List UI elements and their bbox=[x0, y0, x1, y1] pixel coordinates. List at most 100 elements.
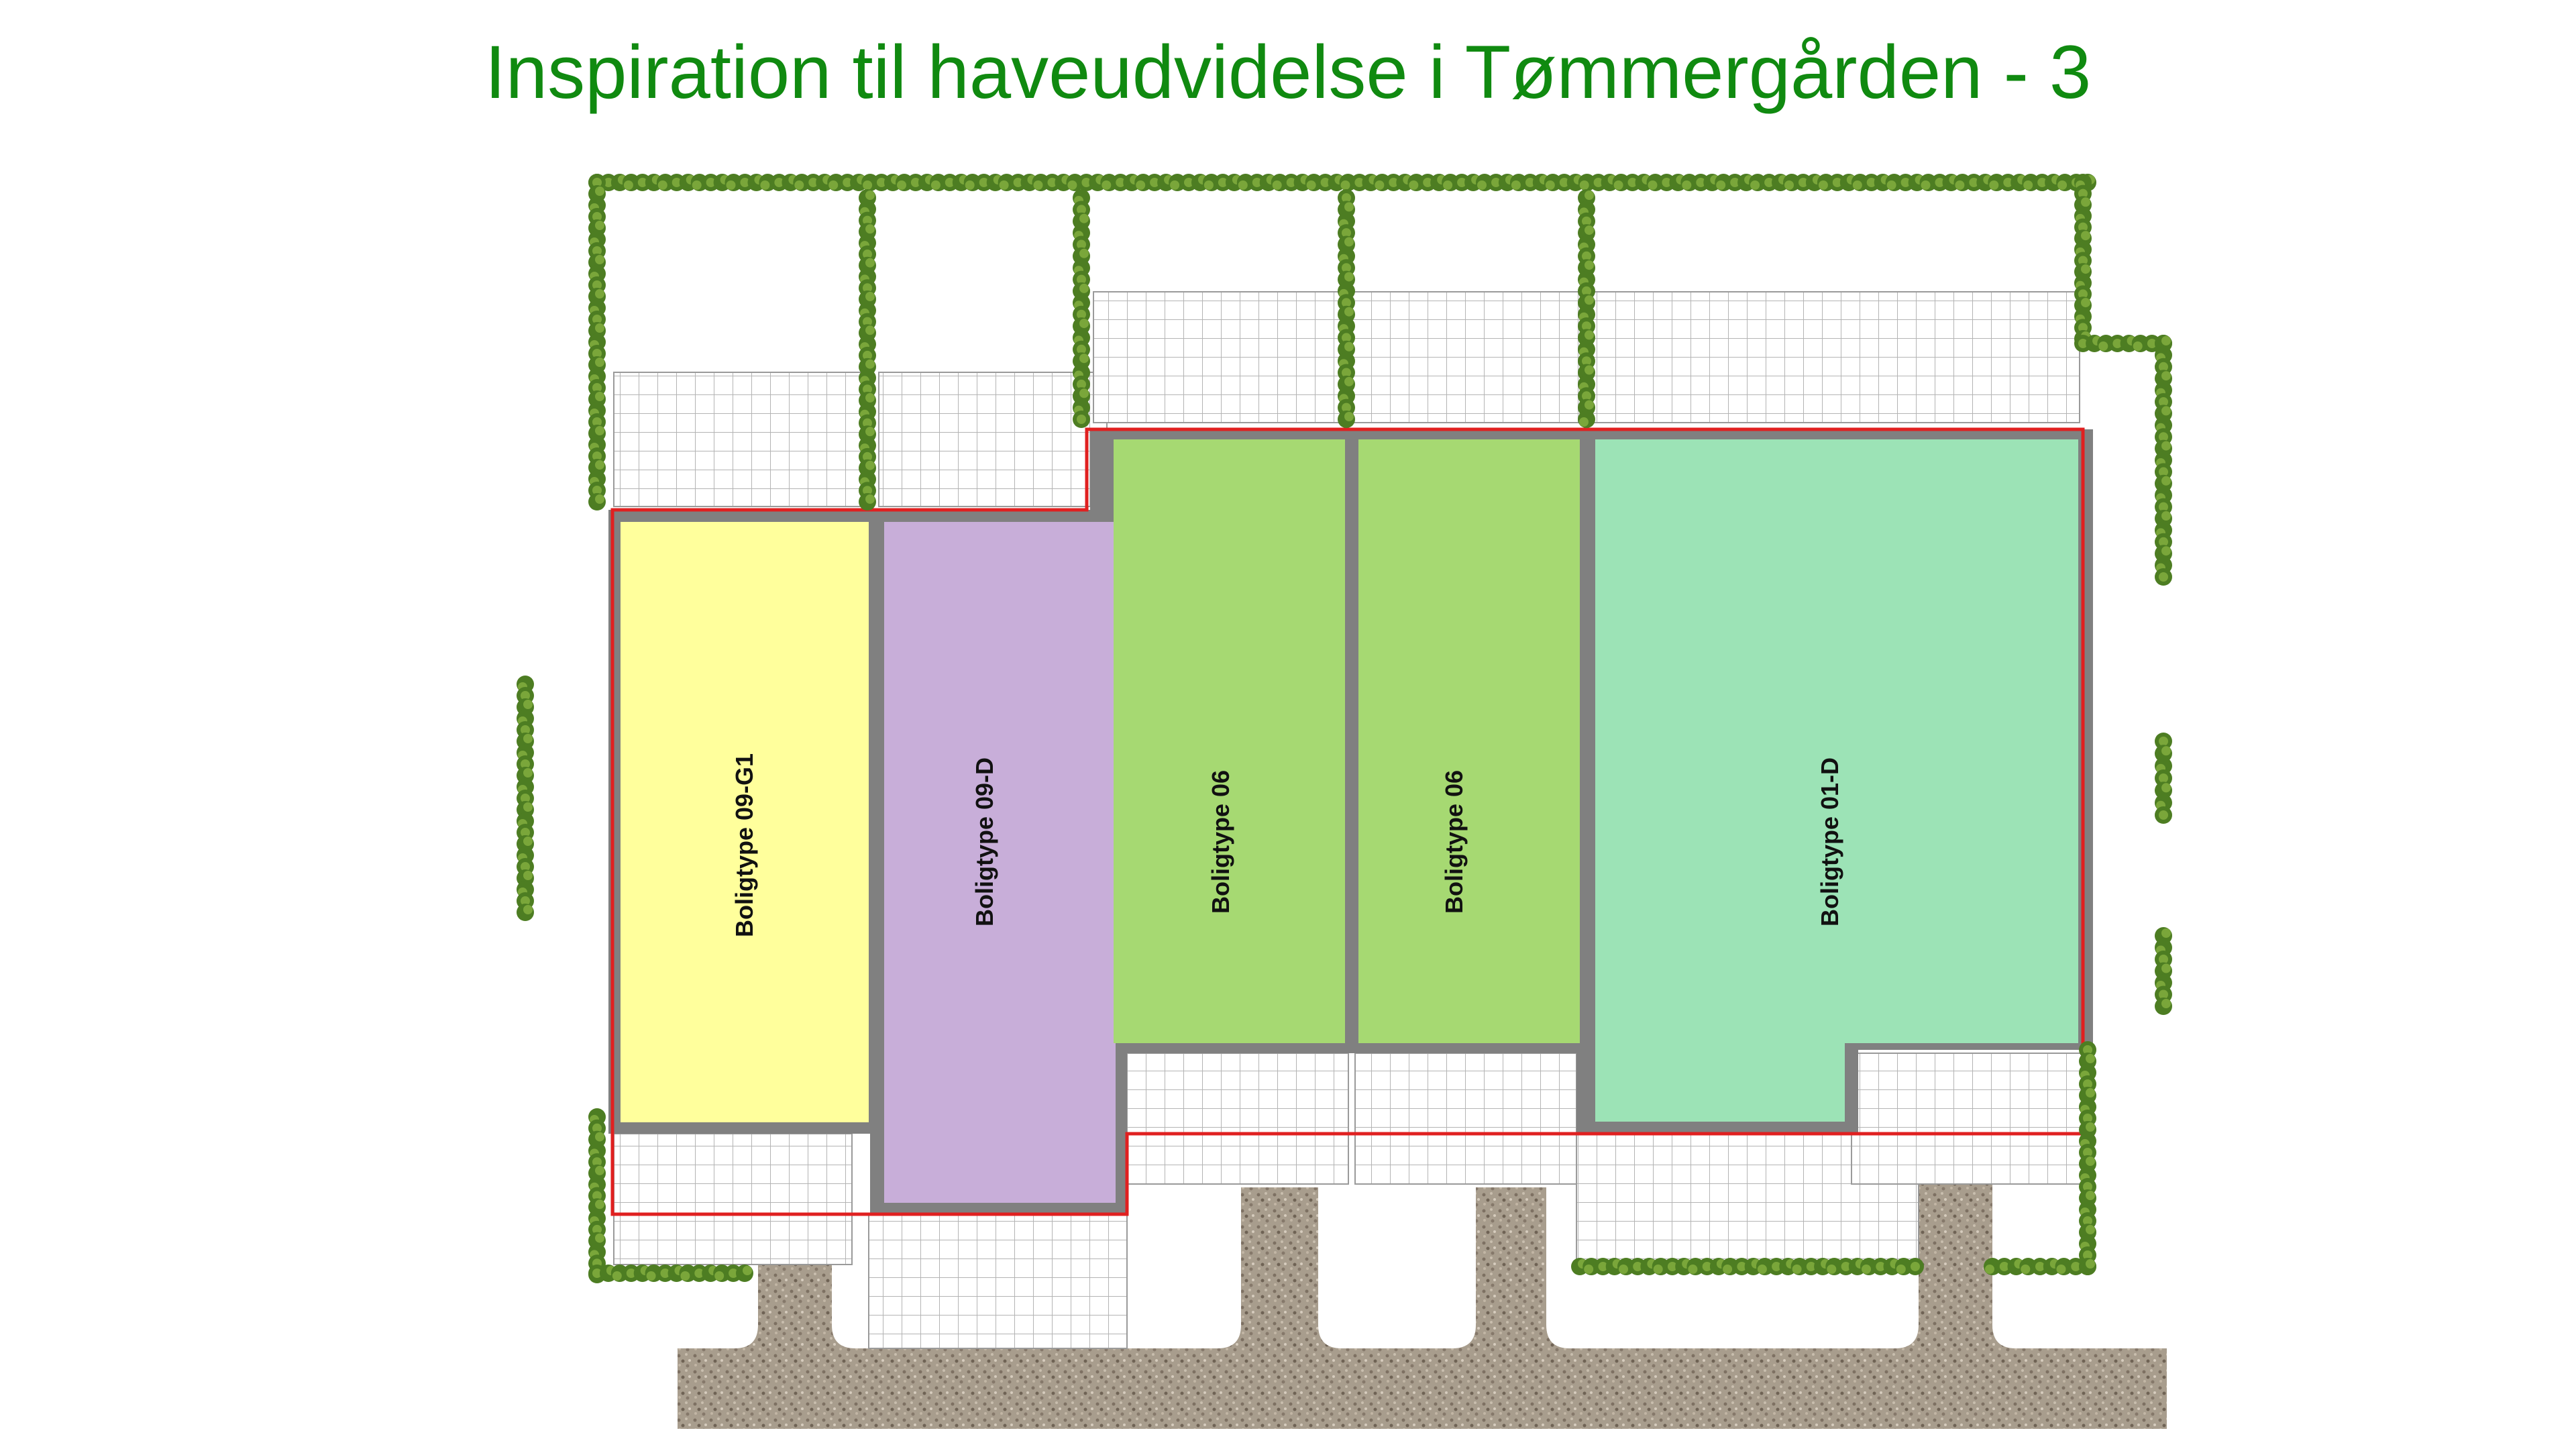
hedge-leaf-icon bbox=[1079, 283, 1089, 293]
hedge-leaf-icon bbox=[843, 178, 853, 187]
hedge-leaf-icon bbox=[2159, 362, 2168, 372]
hedge-leaf-icon bbox=[2078, 323, 2088, 333]
hedge-leaf-icon bbox=[2159, 397, 2168, 407]
hedge-leaf-icon bbox=[692, 180, 702, 190]
hedge-leaf-icon bbox=[863, 283, 872, 293]
hedge-leaf-icon bbox=[897, 180, 906, 190]
hedge-leaf-icon bbox=[1342, 263, 1351, 273]
hedge-leaf-icon bbox=[2003, 178, 2013, 187]
hedge-leaf-icon bbox=[595, 1199, 604, 1210]
hedge-leaf-icon bbox=[2081, 264, 2090, 274]
hedge-leaf-icon bbox=[1723, 1265, 1733, 1274]
unit-label: Boligtype 06 bbox=[1440, 770, 1468, 914]
hedge-leaf-icon bbox=[1077, 344, 1086, 354]
hedge-leaf-icon bbox=[592, 1269, 602, 1278]
hedge-leaf-icon bbox=[672, 178, 682, 187]
hedge-leaf-icon bbox=[2133, 341, 2143, 351]
hedge-leaf-icon bbox=[2081, 298, 2090, 308]
hedge-leaf-icon bbox=[604, 178, 613, 187]
hedge-leaf-icon bbox=[1184, 178, 1193, 187]
hedge-leaf-icon bbox=[1619, 1265, 1628, 1274]
tiled-terrace bbox=[613, 291, 2087, 1349]
hedge-leaf-icon bbox=[521, 896, 530, 906]
hedge-leaf-icon bbox=[523, 837, 533, 846]
hedge-leaf-icon bbox=[2078, 289, 2088, 299]
unit-label: Boligtype 09-D bbox=[971, 757, 998, 926]
hedge-leaf-icon bbox=[595, 392, 604, 401]
hedge-leaf-icon bbox=[1799, 178, 1808, 187]
hedge-leaf-icon bbox=[2159, 432, 2168, 442]
hedge-leaf-icon bbox=[2083, 1045, 2092, 1055]
hedge-leaf-icon bbox=[680, 1271, 690, 1281]
hedge-leaf-icon bbox=[1252, 178, 1262, 187]
hedge-leaf-icon bbox=[2161, 783, 2171, 793]
unit-09-g1 bbox=[621, 522, 869, 1122]
hedge-leaf-icon bbox=[910, 178, 920, 187]
hedge-leaf-icon bbox=[1911, 1262, 1920, 1271]
hedge-leaf-icon bbox=[1585, 330, 1594, 340]
hedge-leaf-icon bbox=[865, 292, 875, 301]
hedge-leaf-icon bbox=[2161, 476, 2171, 486]
hedge-leaf-icon bbox=[1344, 237, 1354, 247]
hedge-leaf-icon bbox=[1585, 260, 1594, 270]
hedge-leaf-icon bbox=[637, 178, 647, 187]
unit-label: Boligtype 06 bbox=[1207, 770, 1234, 914]
hedge-leaf-icon bbox=[1238, 180, 1248, 190]
hedge-leaf-icon bbox=[1896, 1265, 1906, 1274]
hedge-leaf-icon bbox=[2086, 1225, 2095, 1234]
hedge-leaf-icon bbox=[1852, 180, 1862, 190]
hedge-leaf-icon bbox=[2161, 999, 2171, 1008]
hedge-leaf-icon bbox=[863, 486, 872, 496]
hedge-leaf-icon bbox=[1667, 1262, 1677, 1271]
hedge-leaf-icon bbox=[2083, 1079, 2092, 1089]
hedge-leaf-icon bbox=[1344, 202, 1354, 212]
hedge-leaf-icon bbox=[1079, 248, 1089, 258]
hedge-leaf-icon bbox=[592, 315, 602, 324]
hedge-leaf-icon bbox=[863, 215, 872, 225]
hedge-leaf-icon bbox=[1792, 1265, 1802, 1274]
hedge-leaf-icon bbox=[2081, 231, 2090, 241]
hedge-leaf-icon bbox=[2035, 1262, 2045, 1271]
unit-01-d bbox=[1595, 439, 2078, 1122]
hedge-leaf-icon bbox=[729, 1269, 739, 1278]
hedge-leaf-icon bbox=[2098, 341, 2108, 351]
hedge-leaf-icon bbox=[2078, 189, 2088, 199]
hedge-leaf-icon bbox=[999, 180, 1009, 190]
hedge-leaf-icon bbox=[523, 734, 533, 743]
hedge-leaf-icon bbox=[794, 180, 804, 190]
hedge-leaf-icon bbox=[1477, 180, 1487, 190]
hedge-leaf-icon bbox=[1876, 1262, 1886, 1271]
hedge-leaf-icon bbox=[1955, 180, 1965, 190]
hedge-leaf-icon bbox=[2159, 989, 2168, 1000]
hedge-leaf-icon bbox=[595, 221, 604, 230]
hedge-leaf-icon bbox=[1218, 178, 1228, 187]
hedge-leaf-icon bbox=[592, 1157, 602, 1167]
hedge-leaf-icon bbox=[828, 180, 839, 190]
hedge-leaf-icon bbox=[1409, 180, 1419, 190]
unit-label: Boligtype 09-G1 bbox=[731, 753, 758, 937]
hedge-leaf-icon bbox=[2159, 502, 2168, 512]
hedge-leaf-icon bbox=[743, 1266, 752, 1275]
hedge-leaf-icon bbox=[1354, 178, 1364, 187]
hedge-leaf-icon bbox=[1772, 1262, 1782, 1271]
hedge-leaf-icon bbox=[595, 186, 604, 196]
hedge-leaf-icon bbox=[2086, 1122, 2095, 1132]
hedge-leaf-icon bbox=[1579, 180, 1589, 190]
hedge-leaf-icon bbox=[592, 280, 602, 290]
hedge-leaf-icon bbox=[1585, 295, 1594, 305]
hedge-leaf-icon bbox=[1344, 272, 1354, 282]
hedge-leaf-icon bbox=[1613, 180, 1623, 190]
hedge-leaf-icon bbox=[1306, 180, 1316, 190]
hedge-leaf-icon bbox=[1457, 178, 1467, 187]
hedge-leaf-icon bbox=[1342, 368, 1351, 378]
hedge-leaf-icon bbox=[865, 359, 875, 369]
hedge-leaf-icon bbox=[1582, 286, 1591, 296]
hedge-leaf-icon bbox=[521, 794, 530, 803]
hedge-leaf-icon bbox=[865, 224, 875, 234]
hedge-leaf-icon bbox=[2037, 178, 2047, 187]
hedge-leaf-icon bbox=[2159, 737, 2168, 746]
hedge-leaf-icon bbox=[592, 451, 602, 461]
hedge-leaf-icon bbox=[726, 180, 736, 190]
hedge-leaf-icon bbox=[1866, 178, 1876, 187]
hedge-leaf-icon bbox=[2159, 467, 2168, 477]
